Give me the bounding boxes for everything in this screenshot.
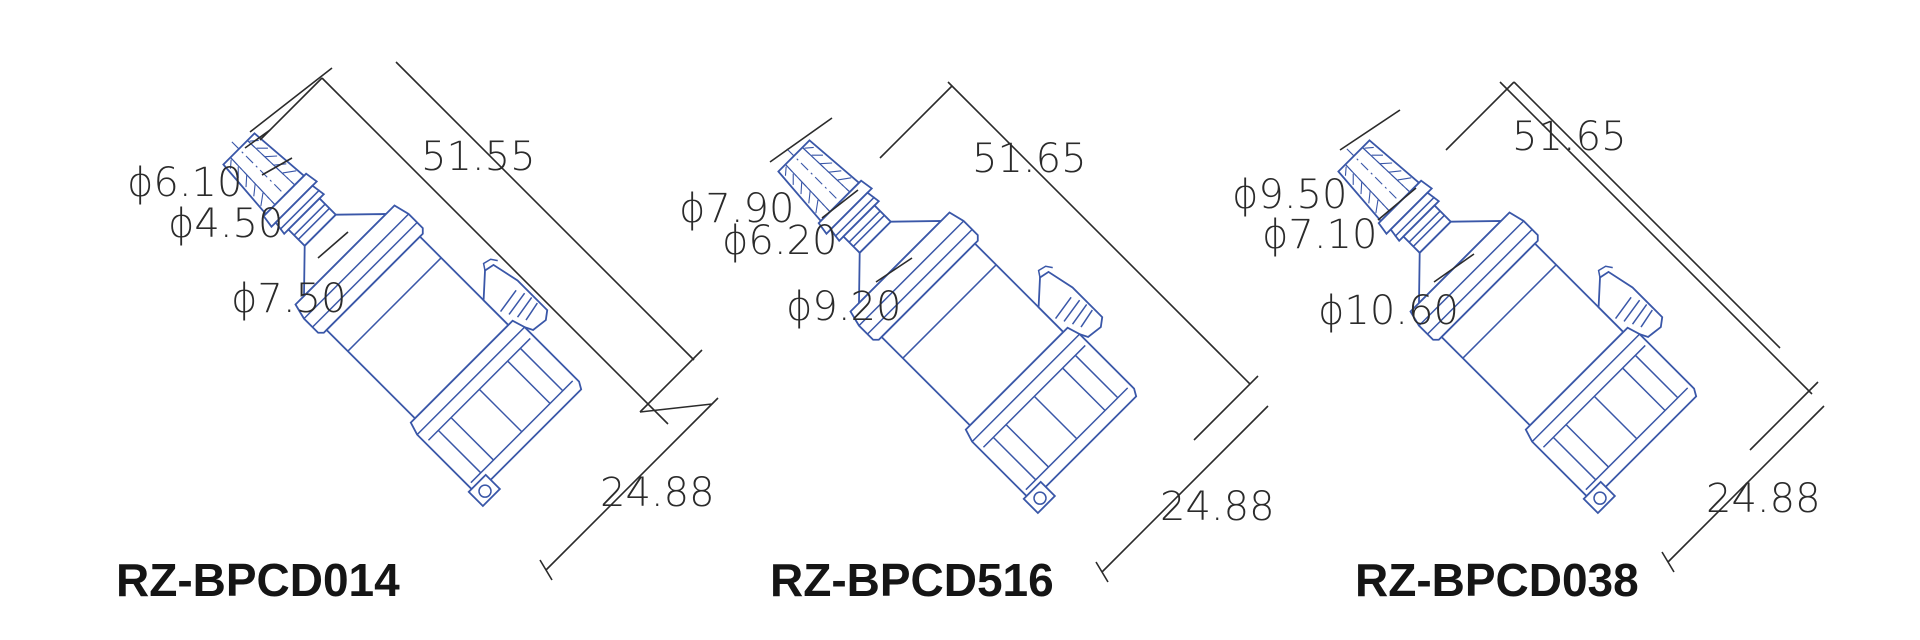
width-dimension-line-3 [1661, 405, 1825, 573]
neck-diameter-label-3: ϕ10.60 [1318, 288, 1459, 334]
diameter-leader-1 [244, 129, 349, 259]
length-label-1: 51.55 [421, 134, 536, 180]
part-drawing-2: 51.65 24.88 ϕ7.90 ϕ6.20 ϕ9.20 RZ-BPCD516 [679, 74, 1275, 606]
width-label-2: 24.88 [1160, 484, 1275, 530]
inner-diameter-label-1: ϕ4.50 [168, 201, 283, 247]
diameter-leader-3 [1339, 109, 1475, 283]
model-name-1: RZ-BPCD014 [116, 554, 400, 606]
part-drawing-1: 51.55 24.88 ϕ6.10 ϕ4.50 ϕ7.50 RZ-BPCD014 [116, 61, 719, 606]
length-label-3: 51.65 [1512, 114, 1627, 160]
model-name-3: RZ-BPCD038 [1355, 554, 1639, 606]
width-label-1: 24.88 [600, 470, 715, 516]
outer-diameter-label-3: ϕ9.50 [1232, 172, 1347, 218]
width-dimension-line-1 [539, 397, 719, 581]
width-dimension-line-2 [1095, 405, 1269, 583]
length-dimension-line-1 [249, 61, 703, 425]
neck-diameter-label-1: ϕ7.50 [231, 276, 346, 322]
model-name-2: RZ-BPCD516 [770, 554, 1054, 606]
inner-diameter-label-2: ϕ6.20 [722, 218, 837, 264]
width-label-3: 24.88 [1706, 476, 1821, 522]
diameter-leader-2 [769, 117, 913, 283]
outer-diameter-label-2: ϕ7.90 [679, 186, 794, 232]
outer-diameter-label-1: ϕ6.10 [127, 160, 242, 206]
length-dimension-line-3 [1445, 81, 1819, 451]
length-label-2: 51.65 [972, 136, 1087, 182]
part-drawing-3: 51.65 24.88 ϕ9.50 ϕ7.10 ϕ10.60 RZ-BPCD03… [1232, 74, 1825, 606]
inner-diameter-label-3: ϕ7.10 [1262, 212, 1377, 258]
length-dimension-line-2 [879, 81, 1259, 441]
neck-diameter-label-2: ϕ9.20 [786, 284, 901, 330]
